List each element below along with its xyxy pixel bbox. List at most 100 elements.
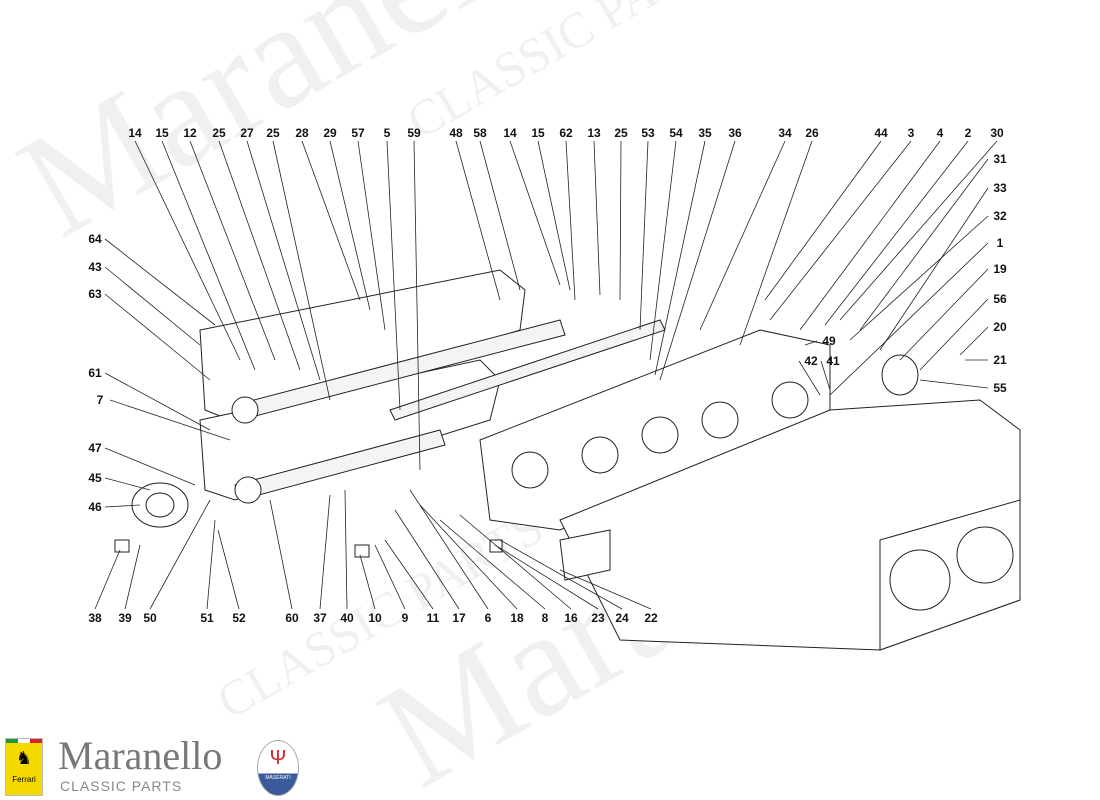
leader-line: [820, 360, 831, 391]
part-callout-12[interactable]: 12: [183, 126, 197, 140]
part-callout-60[interactable]: 60: [285, 611, 299, 625]
leader-line: [839, 140, 998, 321]
part-callout-19[interactable]: 19: [993, 262, 1007, 276]
part-callout-31[interactable]: 31: [993, 152, 1007, 166]
part-callout-15[interactable]: 15: [155, 126, 169, 140]
leader-line: [246, 140, 321, 381]
leader-line: [124, 544, 141, 610]
part-callout-26[interactable]: 26: [805, 126, 819, 140]
part-callout-23[interactable]: 23: [591, 611, 605, 625]
part-callout-15[interactable]: 15: [531, 126, 545, 140]
part-callout-9[interactable]: 9: [402, 611, 409, 625]
part-callout-62[interactable]: 62: [559, 126, 573, 140]
part-callout-3[interactable]: 3: [908, 126, 915, 140]
part-callout-14[interactable]: 14: [128, 126, 142, 140]
leader-line: [494, 544, 599, 610]
part-callout-29[interactable]: 29: [323, 126, 337, 140]
part-callout-32[interactable]: 32: [993, 209, 1007, 223]
part-callout-4[interactable]: 4: [937, 126, 944, 140]
maserati-badge-text: MASERATI: [265, 775, 291, 781]
part-callout-40[interactable]: 40: [340, 611, 354, 625]
part-callout-14[interactable]: 14: [503, 126, 517, 140]
leader-line: [859, 158, 989, 331]
part-callout-27[interactable]: 27: [240, 126, 254, 140]
part-callout-30[interactable]: 30: [990, 126, 1004, 140]
leader-line: [272, 140, 331, 401]
part-callout-20[interactable]: 20: [993, 320, 1007, 334]
part-callout-1[interactable]: 1: [997, 236, 1004, 250]
leader-line: [319, 494, 331, 610]
part-callout-48[interactable]: 48: [449, 126, 463, 140]
leader-line: [479, 140, 521, 291]
leader-line: [879, 187, 989, 351]
ferrari-badge-text: Ferrari: [12, 775, 36, 784]
part-callout-35[interactable]: 35: [698, 126, 712, 140]
part-callout-58[interactable]: 58: [473, 126, 487, 140]
part-callout-16[interactable]: 16: [564, 611, 578, 625]
part-callout-54[interactable]: 54: [669, 126, 683, 140]
leader-line: [499, 539, 623, 610]
part-callout-37[interactable]: 37: [313, 611, 327, 625]
leader-line: [269, 499, 293, 610]
part-callout-25[interactable]: 25: [266, 126, 280, 140]
maserati-badge: Ψ MASERATI: [257, 740, 299, 796]
part-callout-39[interactable]: 39: [118, 611, 132, 625]
part-callout-59[interactable]: 59: [407, 126, 421, 140]
leader-line: [344, 489, 348, 610]
part-callout-2[interactable]: 2: [965, 126, 972, 140]
part-callout-18[interactable]: 18: [510, 611, 524, 625]
part-callout-57[interactable]: 57: [351, 126, 365, 140]
part-callout-25[interactable]: 25: [614, 126, 628, 140]
part-callout-42[interactable]: 42: [804, 354, 818, 368]
part-callout-61[interactable]: 61: [88, 366, 102, 380]
part-callout-64[interactable]: 64: [88, 232, 102, 246]
leader-line: [769, 140, 912, 321]
part-callout-53[interactable]: 53: [641, 126, 655, 140]
part-callout-24[interactable]: 24: [615, 611, 629, 625]
leader-line: [386, 140, 401, 411]
part-callout-11[interactable]: 11: [427, 611, 440, 625]
part-callout-44[interactable]: 44: [874, 126, 888, 140]
part-callout-38[interactable]: 38: [88, 611, 102, 625]
part-callout-55[interactable]: 55: [993, 381, 1007, 395]
leader-line: [764, 140, 882, 301]
leader-line: [639, 140, 649, 331]
part-callout-36[interactable]: 36: [728, 126, 742, 140]
part-callout-33[interactable]: 33: [993, 181, 1007, 195]
part-callout-21[interactable]: 21: [993, 353, 1007, 367]
leader-line: [559, 569, 652, 610]
part-callout-28[interactable]: 28: [295, 126, 309, 140]
part-callout-63[interactable]: 63: [88, 287, 102, 301]
part-callout-8[interactable]: 8: [542, 611, 549, 625]
leader-line: [455, 140, 501, 301]
part-callout-49[interactable]: 49: [822, 334, 836, 348]
part-callout-41[interactable]: 41: [826, 354, 840, 368]
part-callout-56[interactable]: 56: [993, 292, 1007, 306]
part-callout-45[interactable]: 45: [88, 471, 102, 485]
part-callout-52[interactable]: 52: [232, 611, 246, 625]
leader-line: [301, 140, 361, 301]
part-callout-5[interactable]: 5: [384, 126, 391, 140]
part-callout-13[interactable]: 13: [587, 126, 601, 140]
leader-line: [919, 379, 989, 389]
leader-line: [104, 266, 201, 346]
part-callout-46[interactable]: 46: [88, 500, 102, 514]
leader-line: [413, 140, 421, 471]
part-callout-25[interactable]: 25: [212, 126, 226, 140]
leader-line: [649, 140, 677, 361]
part-callout-47[interactable]: 47: [88, 441, 102, 455]
part-callout-50[interactable]: 50: [143, 611, 157, 625]
part-callout-43[interactable]: 43: [88, 260, 102, 274]
part-callout-34[interactable]: 34: [778, 126, 792, 140]
part-callout-17[interactable]: 17: [452, 611, 466, 625]
part-callout-22[interactable]: 22: [644, 611, 658, 625]
part-callout-51[interactable]: 51: [200, 611, 214, 625]
leader-line: [899, 268, 989, 361]
part-callout-7[interactable]: 7: [97, 393, 104, 407]
leader-line: [804, 340, 818, 346]
leader-line: [206, 519, 216, 610]
part-callout-10[interactable]: 10: [368, 611, 382, 625]
part-callout-6[interactable]: 6: [485, 611, 492, 625]
